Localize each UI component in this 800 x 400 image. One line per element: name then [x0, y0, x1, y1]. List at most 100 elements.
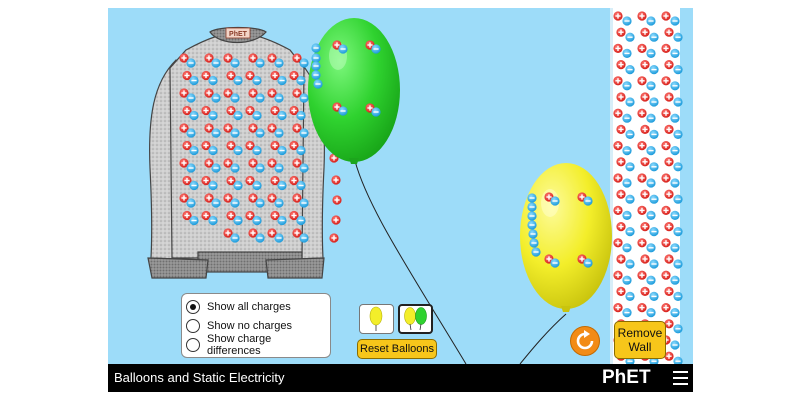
- reset-all-icon: [576, 330, 594, 350]
- play-area: PhET: [108, 8, 693, 364]
- radio-show-charge-differences[interactable]: Show charge differences: [186, 333, 326, 357]
- wall-positive-charge: [640, 92, 650, 102]
- wall-negative-charge: [625, 97, 635, 107]
- sweater-negative-charge: [252, 110, 262, 121]
- wall-positive-charge: [661, 11, 671, 21]
- sweater-negative-charge: [211, 58, 221, 68]
- sweater-negative-charge: [189, 110, 199, 121]
- sweater-negative-charge: [296, 145, 306, 156]
- wall-negative-charge: [646, 48, 656, 58]
- sweater-negative-charge: [299, 128, 309, 138]
- wall-positive-charge: [616, 92, 626, 102]
- wall-positive-charge: [661, 303, 671, 313]
- sweater-negative-charge: [277, 215, 287, 226]
- wall-positive-charge: [640, 157, 650, 167]
- sweater-negative-charge: [255, 233, 265, 243]
- green-balloon[interactable]: [308, 18, 400, 164]
- wall-positive-charge: [616, 189, 626, 199]
- wall: [610, 8, 683, 364]
- sweater-negative-charge: [230, 93, 240, 103]
- sweater-negative-charge: [208, 215, 218, 226]
- wall-negative-charge: [646, 243, 656, 253]
- sweater-negative-charge: [299, 58, 309, 68]
- radio-label-show-none: Show no charges: [207, 319, 292, 332]
- reset-balloons-button[interactable]: Reset Balloons: [357, 339, 437, 359]
- wall-negative-charge: [649, 259, 659, 269]
- wall-positive-charge: [613, 76, 623, 86]
- green-balloon-string: [354, 160, 467, 364]
- radio-label-show-all: Show all charges: [207, 300, 291, 313]
- wall-positive-charge: [664, 254, 674, 264]
- wall-positive-charge: [640, 124, 650, 134]
- wall-negative-charge: [625, 32, 635, 42]
- wall-negative-charge: [646, 210, 656, 220]
- radio-show-all-charges[interactable]: Show all charges: [186, 297, 326, 316]
- sweater-negative-charge: [255, 93, 265, 103]
- wall-negative-charge: [673, 324, 683, 334]
- yellow-balloon[interactable]: [520, 163, 612, 312]
- wall-positive-charge: [640, 27, 650, 37]
- balloon-negative-charge: [311, 43, 321, 53]
- sweater-negative-charge: [299, 163, 309, 173]
- wall-positive-charge: [661, 43, 671, 53]
- sweater-negative-charge: [299, 233, 309, 243]
- balloon-negative-charge: [529, 238, 539, 248]
- wall-negative-charge: [670, 178, 680, 188]
- radio-show-no-charges[interactable]: Show no charges: [186, 316, 326, 335]
- sweater-positive-charge: [331, 215, 341, 225]
- wall-negative-charge: [646, 113, 656, 123]
- radio-button-icon[interactable]: [186, 337, 200, 352]
- one-balloon-toggle[interactable]: [359, 304, 394, 334]
- wall-negative-charge: [673, 291, 683, 301]
- wall-positive-charge: [613, 270, 623, 280]
- wall-negative-charge: [649, 227, 659, 237]
- wall-positive-charge: [661, 238, 671, 248]
- sweater-negative-charge: [186, 58, 196, 68]
- sweater[interactable]: PhET: [147, 26, 342, 279]
- balloon-negative-charge: [527, 211, 537, 221]
- sweater-negative-charge: [233, 75, 243, 86]
- wall-positive-charge: [637, 141, 647, 151]
- balloon-negative-charge: [311, 61, 321, 71]
- wall-positive-charge: [637, 76, 647, 86]
- wall-positive-charge: [661, 270, 671, 280]
- sweater-negative-charge: [274, 233, 284, 243]
- wall-positive-charge: [661, 76, 671, 86]
- balloon-negative-charge: [371, 107, 381, 117]
- wall-positive-charge: [616, 124, 626, 134]
- wall-negative-charge: [622, 275, 632, 285]
- wall-positive-charge: [637, 303, 647, 313]
- sweater-positive-charge: [331, 175, 341, 185]
- sweater-negative-charge: [186, 93, 196, 103]
- wall-positive-charge: [637, 238, 647, 248]
- sim-title: Balloons and Static Electricity: [114, 370, 285, 385]
- wall-positive-charge: [613, 108, 623, 118]
- sweater-negative-charge: [189, 180, 199, 191]
- wall-negative-charge: [646, 16, 656, 26]
- wall-negative-charge: [673, 32, 683, 42]
- sweater-negative-charge: [252, 180, 262, 191]
- wall-positive-charge: [613, 43, 623, 53]
- wall-positive-charge: [664, 189, 674, 199]
- radio-button-selected-icon[interactable]: [186, 299, 200, 314]
- wall-positive-charge: [664, 286, 674, 296]
- remove-wall-button[interactable]: Remove Wall: [614, 321, 666, 359]
- wall-negative-charge: [670, 275, 680, 285]
- two-balloons-toggle[interactable]: [398, 304, 433, 334]
- sweater-positive-charge: [332, 195, 342, 205]
- wall-positive-charge: [613, 205, 623, 215]
- wall-negative-charge: [649, 291, 659, 301]
- wall-positive-charge: [637, 43, 647, 53]
- wall-negative-charge: [622, 48, 632, 58]
- sweater-negative-charge: [274, 93, 284, 103]
- phet-logo-button[interactable]: PhET: [602, 367, 651, 388]
- wall-positive-charge: [664, 60, 674, 70]
- radio-button-icon[interactable]: [186, 318, 200, 333]
- wall-positive-charge: [613, 303, 623, 313]
- wall-positive-charge: [661, 141, 671, 151]
- wall-negative-charge: [649, 65, 659, 75]
- reset-all-button[interactable]: [570, 326, 600, 356]
- simulation-frame: PhET: [108, 8, 693, 392]
- wall-negative-charge: [622, 210, 632, 220]
- hamburger-menu-icon[interactable]: [673, 371, 688, 385]
